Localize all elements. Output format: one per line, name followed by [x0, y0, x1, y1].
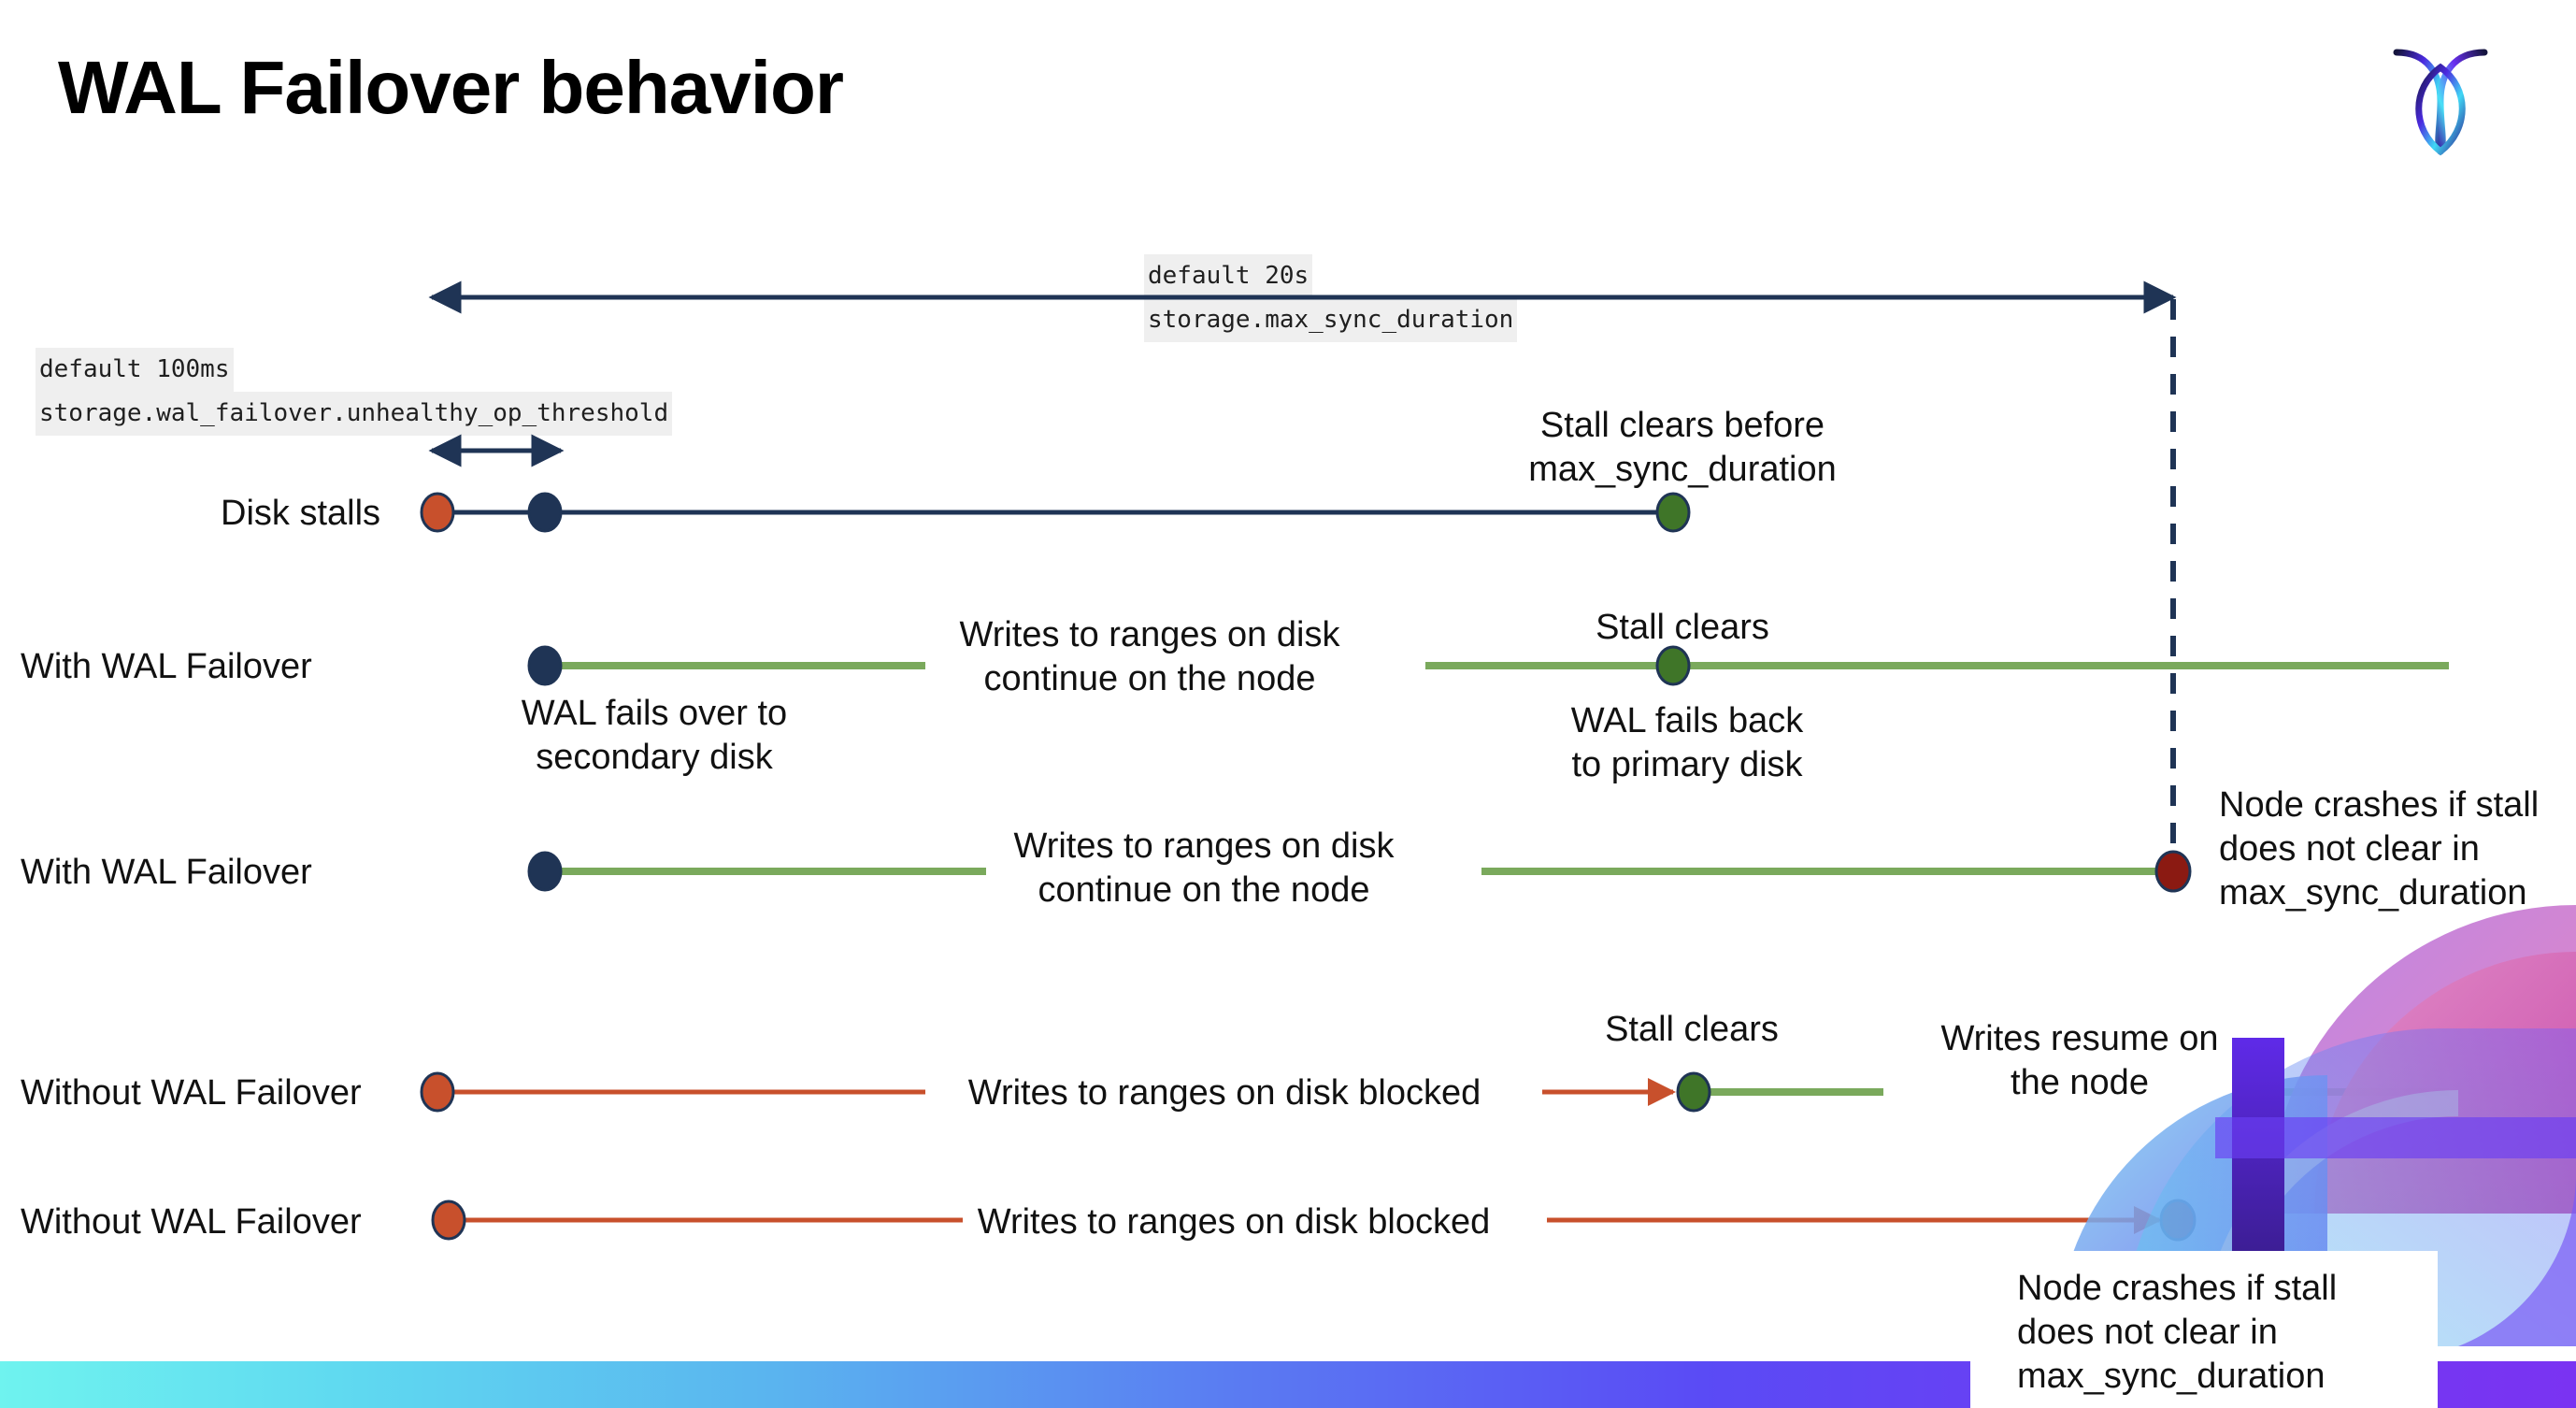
row-with-failover-1-track: [527, 645, 2449, 686]
annotation-wal-fails-back: WAL fails back to primary disk: [1570, 701, 1804, 784]
stall-start-dot: [420, 492, 455, 533]
annotation-writes-resume: Writes resume on the node: [1940, 1019, 2219, 1102]
failback-dot: [1655, 645, 1691, 686]
annotation-stall-clears-2: Stall clears: [1605, 1010, 1779, 1049]
row-label-without-failover-1: Without WAL Failover: [21, 1073, 362, 1113]
callout-backdrop: [1970, 1251, 2438, 1408]
node-crash-dot-1: [2154, 850, 2192, 893]
cockroachdb-logo-icon: [2389, 36, 2492, 157]
annotation-node-crashes-2: Node crashes if stall does not clear in …: [2017, 1269, 2338, 1396]
annotation-node-crashes-1: Node crashes if stall does not clear in …: [2219, 785, 2540, 912]
row-label-with-failover-2: With WAL Failover: [21, 853, 312, 892]
stall-clear-dot: [1655, 492, 1691, 533]
annotation-stall-clears-1: Stall clears: [1596, 608, 1769, 647]
row-label-without-failover-2: Without WAL Failover: [21, 1202, 362, 1242]
unhealthy-default-text: default 100ms: [36, 348, 234, 392]
row-label-with-failover-1: With WAL Failover: [21, 647, 312, 686]
annotation-stall-clears-before: Stall clears before max_sync_duration: [1528, 406, 1837, 489]
annotation-writes-blocked-1: Writes to ranges on disk blocked: [967, 1073, 1481, 1113]
stall-start-dot-2: [420, 1071, 455, 1113]
failover-trigger-dot: [527, 492, 563, 533]
setting-label-unhealthy-op-threshold: default 100ms storage.wal_failover.unhea…: [36, 348, 673, 436]
max-sync-setting-text: storage.max_sync_duration: [1144, 298, 1518, 342]
unhealthy-setting-text: storage.wal_failover.unhealthy_op_thresh…: [36, 392, 673, 436]
row-label-disk-stalls: Disk stalls: [221, 494, 381, 533]
failover-start-dot: [527, 645, 563, 686]
annotation-writes-blocked-2: Writes to ranges on disk blocked: [977, 1202, 1491, 1242]
annotation-writes-continue-2: Writes to ranges on disk continue on the…: [1013, 826, 1395, 910]
stall-clear-dot-2: [1676, 1071, 1711, 1113]
node-crash-dot-2: [2159, 1199, 2197, 1242]
annotation-writes-continue-1: Writes to ranges on disk continue on the…: [959, 615, 1340, 698]
stall-start-dot-3: [431, 1200, 466, 1241]
failover-start-dot-2: [527, 851, 563, 892]
max-sync-default-text: default 20s: [1144, 254, 1313, 298]
page-title: WAL Failover behavior: [58, 46, 844, 129]
row-disk-stalls-track: [420, 492, 1691, 533]
annotation-wal-fails-over: WAL fails over to secondary disk: [521, 694, 788, 777]
setting-label-max-sync-duration: default 20s storage.max_sync_duration: [1144, 254, 1518, 342]
